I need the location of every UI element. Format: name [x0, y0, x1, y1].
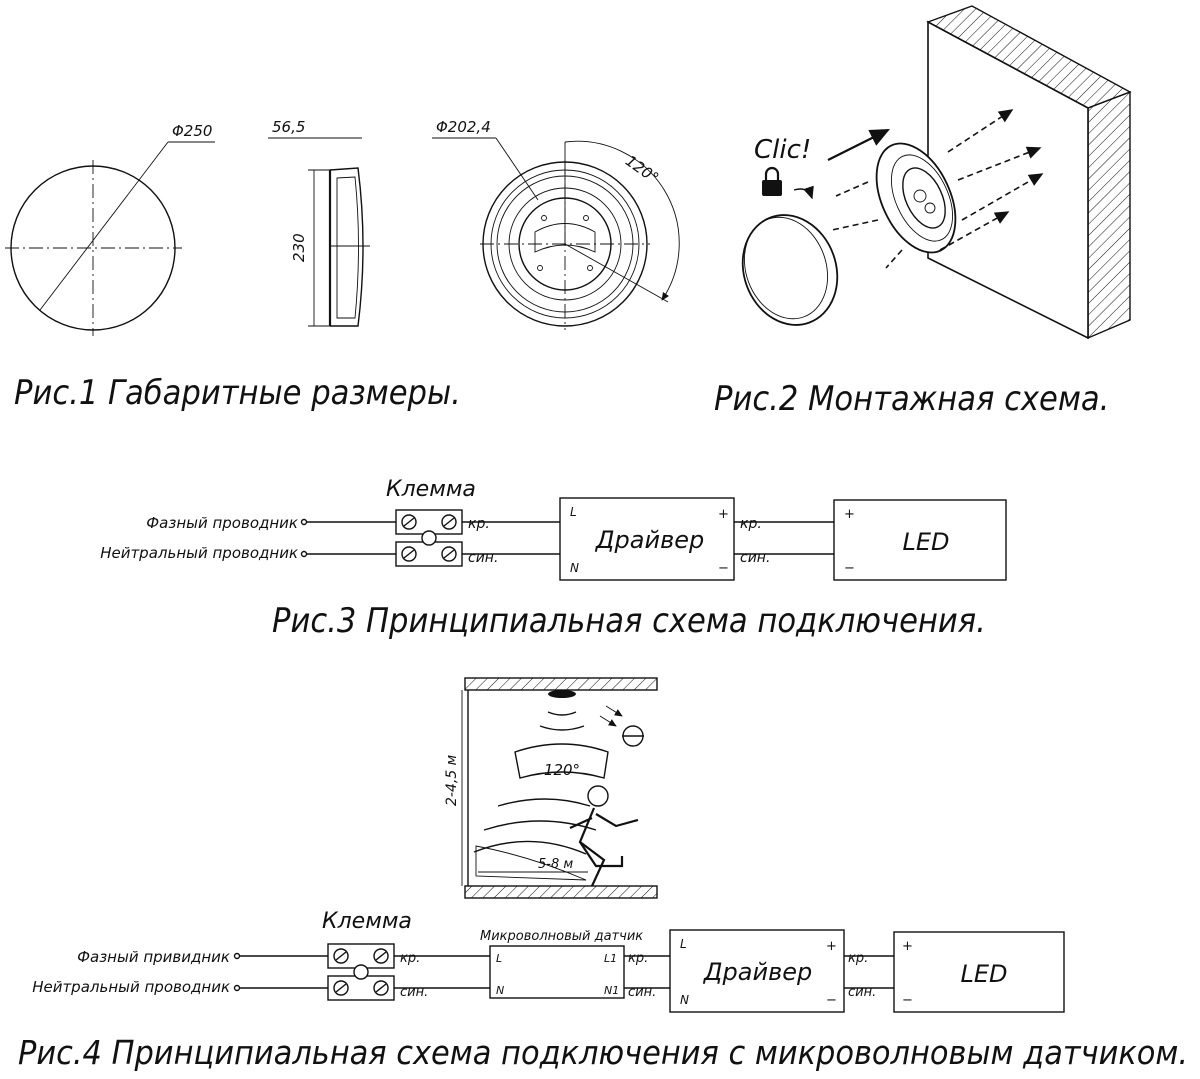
dim-side-label: 230 — [290, 233, 308, 262]
fig3-led-plus: + — [844, 507, 855, 522]
fig3-sin-right: син. — [740, 550, 770, 566]
fig3-terminal-block — [395, 509, 463, 567]
fig4-sin-3: син. — [848, 985, 876, 1000]
fig3-driver-plus: + — [718, 507, 729, 522]
bulb-icon — [599, 705, 644, 747]
fig3-led-label: LED — [902, 528, 949, 556]
fig3-driver-label: Драйвер — [595, 526, 704, 554]
fig3-driver-N: N — [570, 561, 579, 575]
fig4-klemma-label: Клемма — [322, 909, 412, 934]
fig3-led-box: + − LED — [833, 499, 1007, 581]
fig4-kr-2: кр. — [628, 951, 648, 966]
fig2-mounting: Clic! Рис.2 Монтажная схема. — [714, 5, 1132, 419]
dim-diameter-label: Φ250 — [172, 122, 212, 140]
fig4-driver-minus: − — [826, 993, 837, 1008]
fig4-driver-L: L — [680, 937, 687, 951]
fig3-kr-right: кр. — [740, 516, 762, 532]
fig4-led-label: LED — [960, 960, 1007, 988]
screw-arrows — [831, 109, 1044, 269]
dim-angle-label: 120° — [622, 152, 662, 187]
fig3-neutral-label: Нейтральный проводник — [100, 544, 298, 562]
lock-icon — [762, 166, 814, 200]
fig1-dimensions: Φ250 56,5 230 — [5, 118, 680, 413]
fig4-phase-label: Фазный привидник — [77, 948, 230, 966]
fig4-sensor-L: L — [496, 952, 502, 965]
fig4-terminal-block — [327, 943, 395, 1001]
lamp-cover — [741, 214, 839, 326]
person-icon — [569, 785, 639, 887]
fig4-caption: Рис.4 Принципиальная схема подключения с… — [18, 1033, 1188, 1072]
fig4-angle-label: 120° — [544, 761, 580, 779]
fig4-sensor-wiring: 120° 5-8 м 2-4,5 м — [18, 677, 1188, 1072]
fig3-phase-label: Фазный проводник — [146, 514, 298, 532]
fig4-kr-3: кр. — [848, 951, 868, 966]
fig4-sensor-N: N — [496, 984, 504, 997]
clic-label: Clic! — [754, 135, 811, 165]
lamp-front-view: Φ250 — [5, 122, 215, 336]
fig3-led-minus: − — [844, 561, 855, 576]
wall — [926, 5, 1132, 340]
fig2-caption: Рис.2 Монтажная схема. — [714, 379, 1109, 419]
fig4-sensor-label: Микроволновый датчик — [480, 929, 643, 944]
fig3-driver-L: L — [570, 505, 577, 519]
fig4-sin-1: син. — [400, 985, 428, 1000]
fig4-driver-box: L N + − Драйвер — [669, 929, 845, 1013]
fig4-driver-label: Драйвер — [703, 958, 812, 986]
fig4-sensor-N1: N1 — [604, 984, 619, 997]
fig4-neutral-label: Нейтральный проводник — [32, 978, 230, 996]
fig4-driver-plus: + — [826, 939, 837, 954]
fig4-led-minus: − — [902, 993, 913, 1008]
dim-height-label: 56,5 — [272, 118, 305, 136]
fig4-kr-1: кр. — [400, 951, 420, 966]
fig4-sensor-L1: L1 — [604, 952, 617, 965]
fig4-led-plus: + — [902, 939, 913, 954]
fig4-height-label: 2-4,5 м — [444, 754, 460, 806]
mount-plate-view: 120° Φ202,4 — [432, 118, 680, 330]
fig1-caption: Рис.1 Габаритные размеры. — [14, 373, 461, 413]
fig3-wiring: Клемма Фазный проводник Нейтральный пров… — [100, 477, 1007, 641]
fig3-sin-left: син. — [468, 550, 498, 566]
room-illustration: 120° 5-8 м 2-4,5 м — [444, 677, 658, 899]
fig4-driver-N: N — [680, 993, 689, 1007]
fig4-sin-2: син. — [628, 985, 656, 1000]
fig3-driver-minus: − — [718, 561, 729, 576]
fig4-led-box: + − LED — [893, 931, 1065, 1013]
fig4-distance-label: 5-8 м — [538, 857, 573, 872]
fig3-klemma-label: Клемма — [386, 477, 476, 502]
fig4-sensor-box: L N L1 N1 — [489, 945, 625, 999]
fig3-caption: Рис.3 Принципиальная схема подключения. — [272, 601, 986, 641]
dim-mount-diameter-label: Φ202,4 — [436, 118, 491, 136]
fig3-driver-box: L N + − Драйвер — [559, 497, 735, 581]
lamp-side-view: 56,5 230 — [268, 118, 370, 327]
fig3-kr-left: кр. — [468, 516, 490, 532]
